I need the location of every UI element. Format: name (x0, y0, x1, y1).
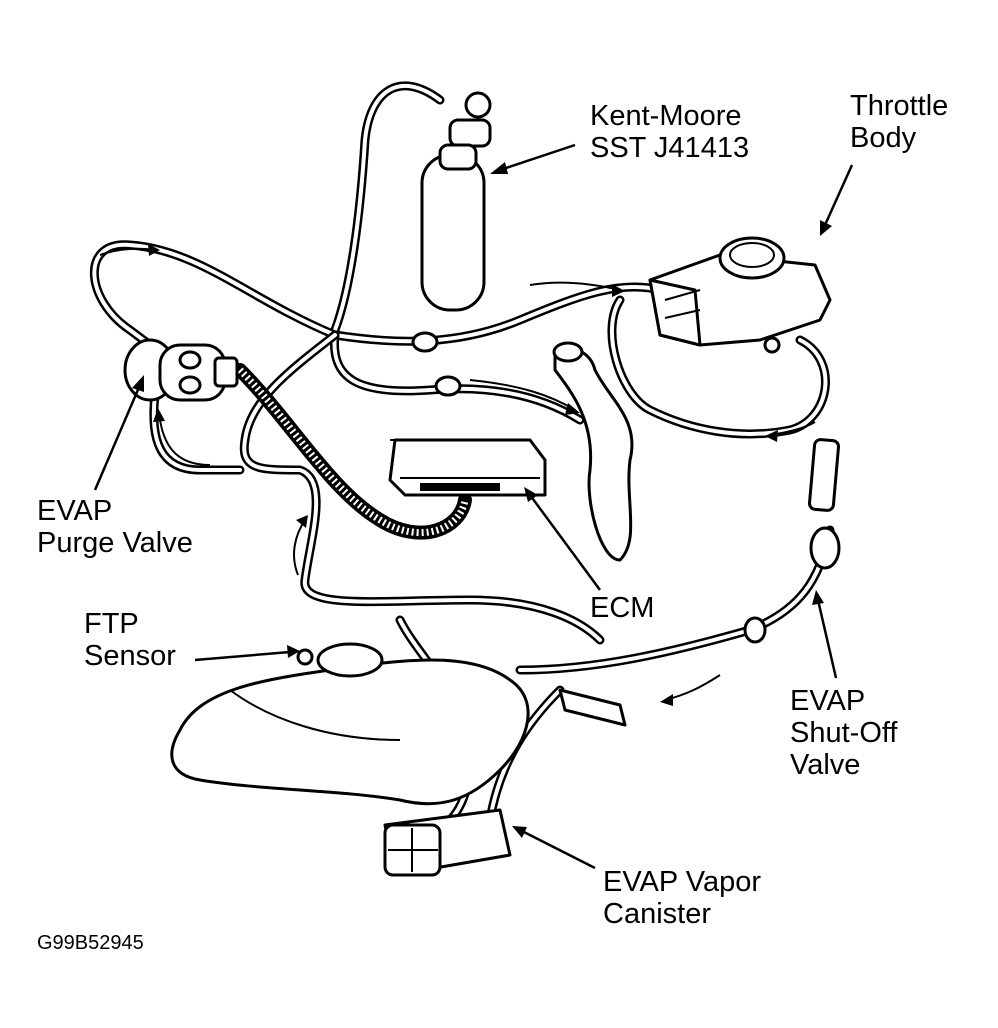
label-purge-valve: EVAP Purge Valve (37, 495, 193, 559)
inline-connectors (411, 331, 767, 644)
label-ecm: ECM (590, 592, 654, 624)
shutoff-valve (558, 438, 841, 727)
label-kent-moore-line2: SST J41413 (590, 132, 750, 164)
label-shutoff-valve-line2: Shut-Off (790, 717, 898, 749)
label-kent-moore: Kent-Moore SST J41413 (590, 100, 749, 164)
figure-id: G99B52945 (37, 932, 144, 954)
label-shutoff-valve: EVAP Shut-Off Valve (790, 685, 897, 781)
label-throttle-body-line1: Throttle (850, 90, 949, 122)
label-kent-moore-line1: Kent-Moore (590, 100, 742, 132)
ecm-module (388, 438, 547, 497)
label-ftp-sensor-line1: FTP (84, 608, 139, 640)
label-throttle-body: Throttle Body (850, 90, 948, 154)
label-throttle-body-line2: Body (850, 122, 917, 154)
label-vapor-canister-line1: EVAP Vapor (603, 866, 761, 898)
label-vapor-canister: EVAP Vapor Canister (603, 866, 761, 930)
label-ftp-sensor: FTP Sensor (84, 608, 176, 672)
vapor-canister (383, 808, 512, 877)
intake-elbow (552, 341, 634, 562)
label-shutoff-valve-line1: EVAP (790, 685, 866, 717)
label-ecm-line1: ECM (590, 592, 655, 624)
kent-moore-tool (420, 91, 492, 312)
label-shutoff-valve-line3: Valve (790, 749, 861, 781)
label-purge-valve-line2: Purge Valve (37, 527, 193, 559)
label-vapor-canister-line2: Canister (603, 898, 711, 930)
flow-arrows (99, 244, 816, 706)
leader-lines (93, 143, 854, 870)
fuel-tank (170, 642, 530, 806)
hose-network (89, 81, 835, 825)
throttle-body (648, 236, 832, 354)
label-purge-valve-line1: EVAP (37, 495, 113, 527)
label-ftp-sensor-line2: Sensor (84, 640, 176, 672)
